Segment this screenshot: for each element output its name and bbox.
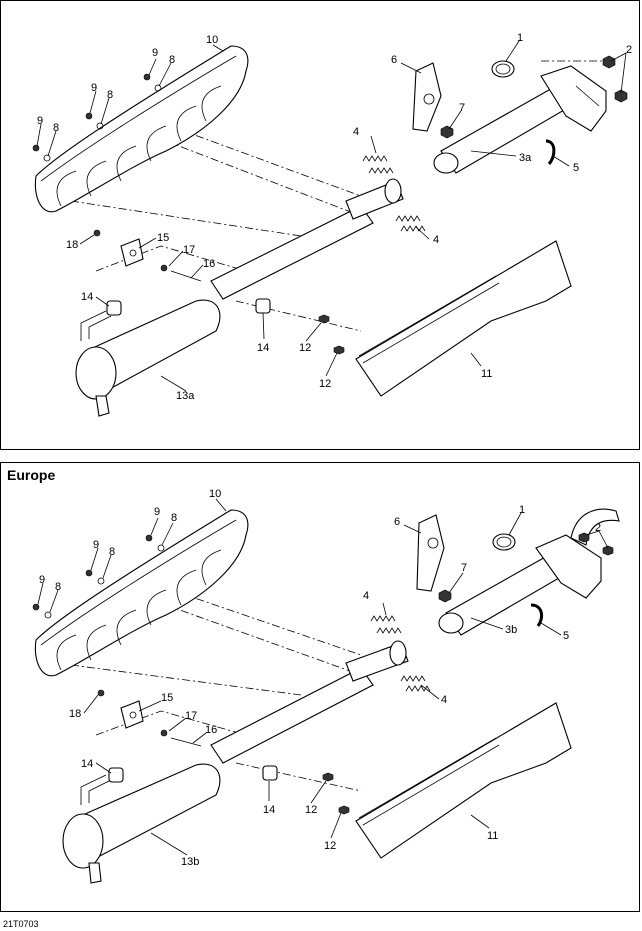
leader-lines — [36, 40, 627, 392]
label-part-15: 15 — [157, 232, 169, 244]
diagram-panel-standard: 1 2 3a 4 4 5 6 7 8 8 8 9 9 9 10 11 12 12… — [0, 0, 640, 450]
label-part-8: 8 — [55, 581, 61, 593]
label-part-1: 1 — [519, 504, 525, 516]
panel-title: Europe — [7, 467, 56, 483]
label-part-4: 4 — [363, 590, 369, 602]
label-part-1: 1 — [517, 32, 523, 44]
label-part-16: 16 — [205, 724, 217, 736]
label-part-6: 6 — [391, 54, 397, 66]
nut-part-2 — [578, 532, 614, 556]
label-part-8: 8 — [107, 89, 113, 101]
label-part-14: 14 — [257, 342, 269, 354]
label-part-9: 9 — [91, 82, 97, 94]
label-part-12: 12 — [299, 342, 311, 354]
label-part-4: 4 — [433, 234, 439, 246]
label-part-8: 8 — [171, 512, 177, 524]
heat-shield-part-11 — [355, 240, 572, 397]
label-part-11: 11 — [487, 830, 498, 842]
label-part-13: 13b — [181, 856, 199, 868]
gasket-part-1 — [491, 60, 515, 78]
label-part-8: 8 — [53, 122, 59, 134]
label-part-14: 14 — [81, 758, 93, 770]
label-part-15: 15 — [161, 692, 173, 704]
label-part-7: 7 — [461, 562, 467, 574]
label-part-11: 11 — [481, 368, 492, 380]
small-hardware — [32, 534, 350, 815]
label-part-9: 9 — [39, 574, 45, 586]
exploded-view-europe: 1 2 3b 4 4 5 6 7 8 8 8 9 9 9 10 11 12 12… — [32, 488, 620, 884]
label-part-14: 14 — [81, 291, 93, 303]
hose-part-5 — [545, 139, 556, 165]
label-part-12: 12 — [319, 378, 331, 390]
muffler-assembly-part-13b — [62, 640, 409, 884]
label-part-9: 9 — [152, 47, 158, 59]
small-hardware — [32, 73, 345, 355]
label-part-12: 12 — [324, 840, 336, 852]
label-part-17: 17 — [185, 710, 197, 722]
label-part-5: 5 — [573, 162, 579, 174]
label-part-17: 17 — [183, 244, 195, 256]
label-part-2: 2 — [626, 44, 632, 56]
label-part-16: 16 — [203, 258, 215, 270]
nut-part-2 — [602, 55, 628, 103]
spring-part-4 — [370, 615, 431, 692]
label-part-7: 7 — [459, 102, 465, 114]
heat-shield-part-10 — [34, 45, 249, 213]
gasket-part-1 — [492, 533, 516, 551]
label-part-18: 18 — [66, 239, 78, 251]
label-part-6: 6 — [394, 516, 400, 528]
label-part-9: 9 — [37, 115, 43, 127]
label-part-8: 8 — [169, 54, 175, 66]
drawing-code: 21T0703 — [3, 919, 39, 929]
label-part-4: 4 — [441, 694, 447, 706]
label-part-8: 8 — [109, 546, 115, 558]
nut-part-7 — [438, 589, 452, 603]
label-part-9: 9 — [154, 506, 160, 518]
hose-part-5 — [530, 603, 544, 627]
label-part-3: 3a — [519, 152, 532, 164]
label-part-5: 5 — [563, 630, 569, 642]
spring-part-4 — [362, 155, 426, 232]
label-part-12: 12 — [305, 804, 317, 816]
label-part-18: 18 — [69, 708, 81, 720]
diagram-panel-europe: Europe — [0, 462, 640, 912]
muffler-assembly-part-13a — [75, 178, 404, 417]
label-part-9: 9 — [93, 539, 99, 551]
heat-shield-part-11 — [355, 702, 572, 859]
bracket-part-6 — [412, 62, 442, 132]
leader-lines — [37, 498, 609, 856]
bracket-part-6 — [416, 514, 445, 592]
heat-shield-part-10 — [34, 509, 249, 677]
label-part-2: 2 — [595, 522, 601, 534]
callout-labels: 1 2 3a 4 4 5 6 7 8 8 8 9 9 9 10 11 12 12… — [37, 32, 632, 402]
label-part-10: 10 — [209, 488, 221, 500]
label-part-10: 10 — [206, 34, 218, 46]
exploded-view-standard: 1 2 3a 4 4 5 6 7 8 8 8 9 9 9 10 11 12 12… — [32, 32, 632, 417]
nut-part-7 — [440, 125, 454, 139]
callout-labels: 1 2 3b 4 4 5 6 7 8 8 8 9 9 9 10 11 12 12… — [39, 488, 601, 868]
label-part-13: 13a — [176, 390, 195, 402]
label-part-3: 3b — [505, 624, 517, 636]
label-part-4: 4 — [353, 126, 359, 138]
label-part-14: 14 — [263, 804, 275, 816]
